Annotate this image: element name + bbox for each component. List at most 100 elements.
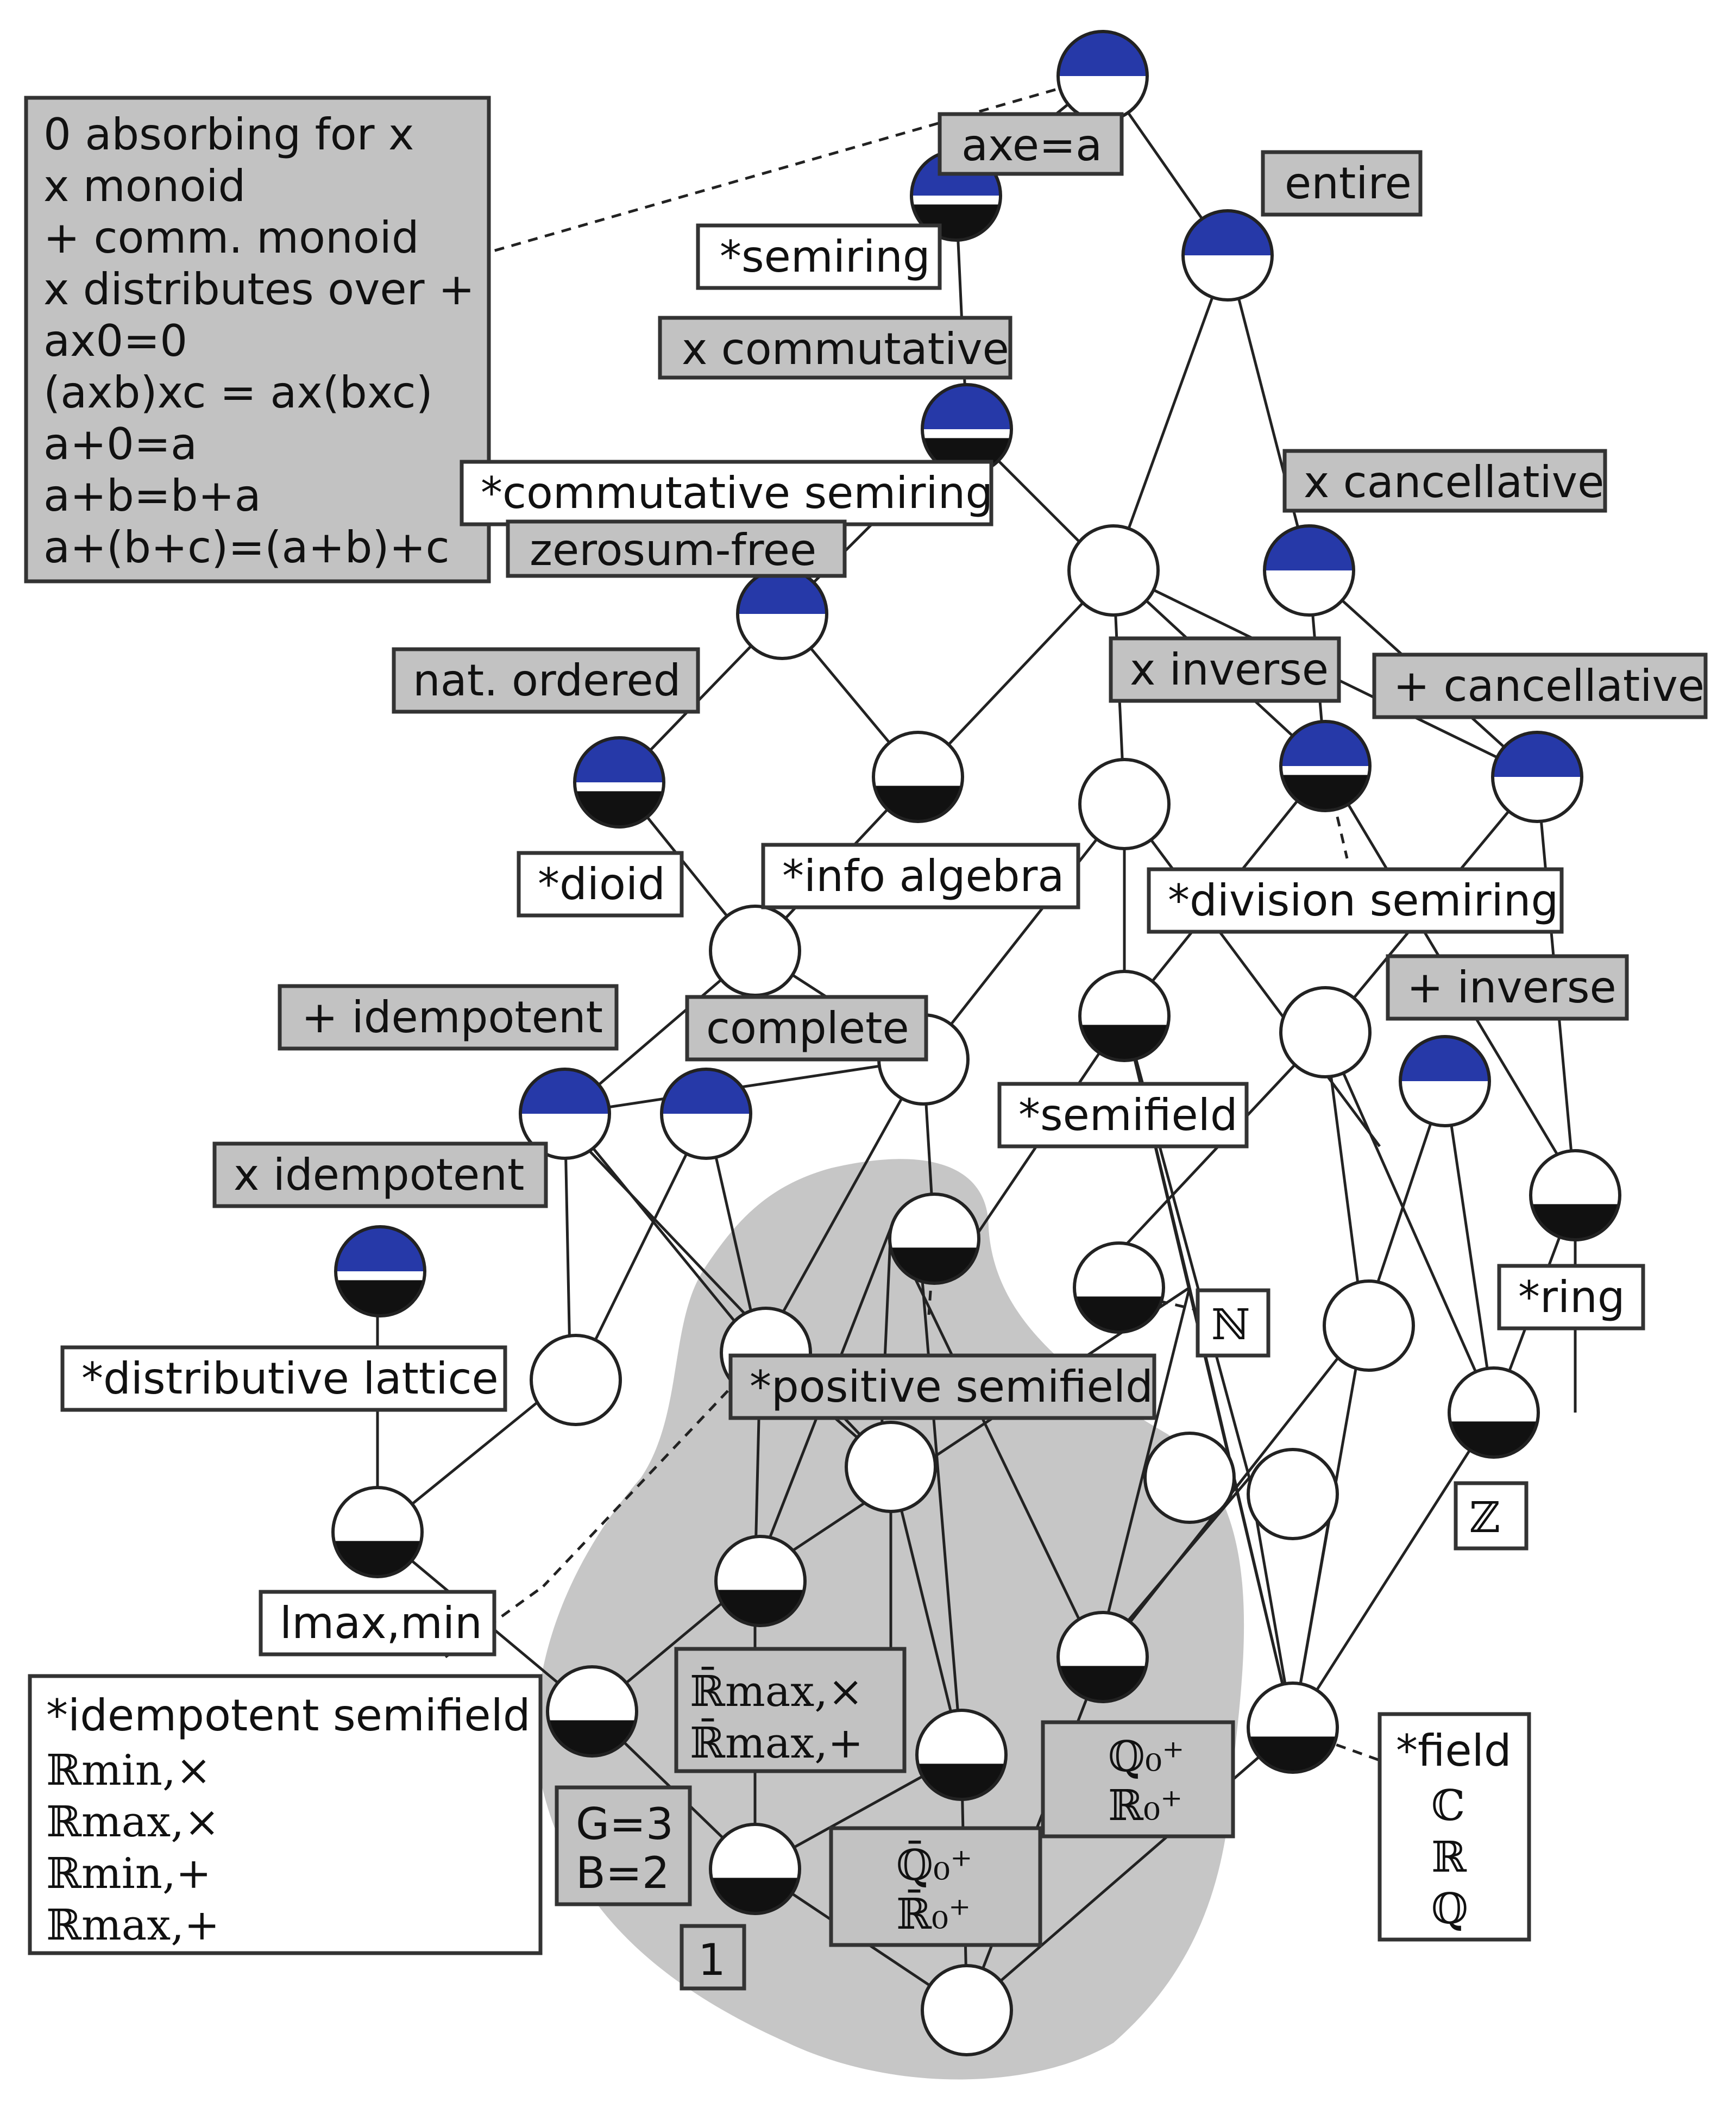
axiom-8: a+b=b+a — [43, 470, 261, 521]
label-distributive-lattice: *distributive lattice — [60, 1345, 507, 1412]
svg-text:lmax,min: lmax,min — [280, 1598, 482, 1648]
label-ring: *ring — [1497, 1264, 1645, 1331]
svg-text:ℝ̄max,×: ℝ̄max,× — [690, 1666, 863, 1716]
label-semiring: *semiring — [696, 223, 942, 290]
qbar0-plus-box: ℚ̄₀⁺ ℝ̄₀⁺ — [829, 1826, 1042, 1947]
lattice-node-plusinverse — [1399, 1035, 1491, 1127]
idempotent-semifield-box: *idempotent semifield ℝmin,× ℝmax,× ℝmin… — [28, 1674, 543, 1955]
lattice-node-ring — [1529, 1149, 1621, 1241]
label-plus-cancellative: + cancellative — [1372, 652, 1708, 719]
gb-box: G=3 B=2 — [555, 1785, 692, 1906]
svg-text:complete: complete — [706, 1003, 909, 1053]
svg-text:ℕ: ℕ — [1211, 1301, 1250, 1350]
lattice-node-info — [872, 731, 964, 823]
svg-text:axe=a: axe=a — [961, 120, 1102, 171]
one-box: 1 — [680, 1924, 746, 1991]
svg-text:zerosum-free: zerosum-free — [530, 525, 816, 575]
svg-text:+ inverse: + inverse — [1407, 962, 1617, 1013]
axiom-1: 0 absorbing for x — [43, 109, 414, 160]
label-axe-a: axe=a — [938, 112, 1124, 176]
lattice-node-mid8 — [1143, 1432, 1236, 1524]
nodes — [331, 30, 1621, 2056]
lattice-node-mid3 — [1279, 986, 1372, 1078]
svg-text:*distributive lattice: *distributive lattice — [81, 1353, 499, 1404]
label-division-semiring: *division semiring — [1147, 867, 1564, 934]
lattice-node-center2 — [1078, 758, 1171, 850]
label-x-cancellative: x cancellative — [1282, 449, 1607, 513]
lattice-node-top — [1056, 30, 1149, 122]
svg-text:+ cancellative: + cancellative — [1393, 661, 1704, 711]
svg-text:ℝ̄max,+: ℝ̄max,+ — [690, 1718, 863, 1768]
svg-text:ℤ: ℤ — [1469, 1494, 1500, 1542]
lattice-node-dioid — [573, 736, 665, 829]
axiom-9: a+(b+c)=(a+b)+c — [43, 522, 450, 573]
lattice-node-int — [1448, 1366, 1540, 1459]
svg-text:*dioid: *dioid — [538, 859, 665, 909]
axioms-box: 0 absorbing for x x monoid + comm. monoi… — [24, 96, 491, 583]
label-dioid: *dioid — [517, 851, 684, 918]
field-box: *field ℂ ℝ ℚ — [1378, 1712, 1531, 1942]
svg-text:ℚ̄₀⁺: ℚ̄₀⁺ — [896, 1840, 972, 1890]
lattice-node-divsemi — [1279, 720, 1372, 812]
lattice-node-plusidem — [519, 1068, 611, 1160]
svg-text:ℝ₀⁺: ℝ₀⁺ — [1108, 1781, 1183, 1830]
svg-text:*info algebra: *info algebra — [782, 851, 1064, 901]
lattice-node-pluscancel — [1491, 731, 1583, 823]
svg-text:x idempotent: x idempotent — [234, 1150, 524, 1200]
svg-text:*positive semifield: *positive semifield — [750, 1361, 1153, 1412]
svg-text:+ idempotent: + idempotent — [301, 992, 603, 1043]
svg-text:G=3: G=3 — [576, 1799, 674, 1849]
svg-text:*semiring: *semiring — [720, 231, 930, 282]
lattice-node-mid9 — [1247, 1448, 1339, 1540]
label-plus-inverse: + inverse — [1386, 954, 1629, 1021]
label-commutative-semiring: *commutative semiring — [460, 460, 993, 526]
svg-text:nat. ordered: nat. ordered — [413, 655, 681, 706]
label-x-inverse: x inverse — [1109, 636, 1341, 703]
axiom-6: (axb)xc = ax(bxc) — [43, 367, 433, 418]
lattice-node-xidem — [334, 1225, 426, 1317]
svg-text:*division semiring: *division semiring — [1168, 875, 1558, 926]
field-title: *field — [1396, 1725, 1512, 1776]
label-entire: entire — [1261, 150, 1423, 217]
lattice-node-mid6 — [1323, 1279, 1415, 1372]
lattice-node-center1 — [1067, 524, 1160, 617]
label-lmax-min: lmax,min — [259, 1590, 496, 1656]
field-item: ℝ — [1431, 1833, 1467, 1882]
idempotent-semifield-item: ℝmin,+ — [46, 1849, 211, 1898]
svg-text:x inverse: x inverse — [1130, 644, 1329, 695]
lattice-node-mid4 — [530, 1334, 622, 1426]
label-positive-semifield: *positive semifield — [728, 1353, 1156, 1420]
lattice-node-complete — [660, 1068, 752, 1160]
rbar-max-box: ℝ̄max,× ℝ̄max,+ — [674, 1647, 907, 1773]
label-integers: ℤ — [1454, 1481, 1529, 1551]
svg-text:B=2: B=2 — [576, 1848, 670, 1898]
idempotent-semifield-item: ℝmin,× — [46, 1746, 211, 1795]
label-complete: complete — [685, 995, 928, 1062]
q0-plus-box: ℚ₀⁺ ℝ₀⁺ — [1041, 1720, 1235, 1839]
svg-text:entire: entire — [1285, 158, 1412, 209]
svg-text:ℚ₀⁺: ℚ₀⁺ — [1108, 1733, 1184, 1781]
svg-text:ℝ̄₀⁺: ℝ̄₀⁺ — [896, 1889, 971, 1939]
lattice-node-possemi — [888, 1193, 980, 1285]
field-item: ℂ — [1431, 1781, 1465, 1830]
idempotent-semifield-title: *idempotent semifield — [46, 1690, 531, 1741]
lattice-node-q0 — [1056, 1611, 1149, 1703]
idempotent-semifield-item: ℝmax,+ — [46, 1901, 219, 1950]
svg-text:*semifield: *semifield — [1018, 1090, 1238, 1140]
field-item: ℚ — [1431, 1885, 1468, 1934]
svg-text:*commutative semiring: *commutative semiring — [481, 468, 993, 518]
label-x-idempotent: x idempotent — [212, 1141, 548, 1208]
axiom-2: x monoid — [43, 161, 246, 211]
lattice-node-rbar — [714, 1535, 807, 1627]
lattice-node-zerosum — [736, 568, 828, 660]
label-semifield: *semifield — [997, 1082, 1249, 1149]
lattice-node-idemsemi — [546, 1665, 638, 1758]
svg-text:x cancellative: x cancellative — [1304, 457, 1604, 507]
lattice-node-semifield — [1078, 970, 1171, 1062]
label-plus-idempotent: + idempotent — [278, 984, 619, 1051]
lattice-node-nat — [1073, 1241, 1165, 1334]
label-zerosum-free: zerosum-free — [506, 519, 847, 578]
svg-text:x commutative: x commutative — [682, 324, 1009, 374]
